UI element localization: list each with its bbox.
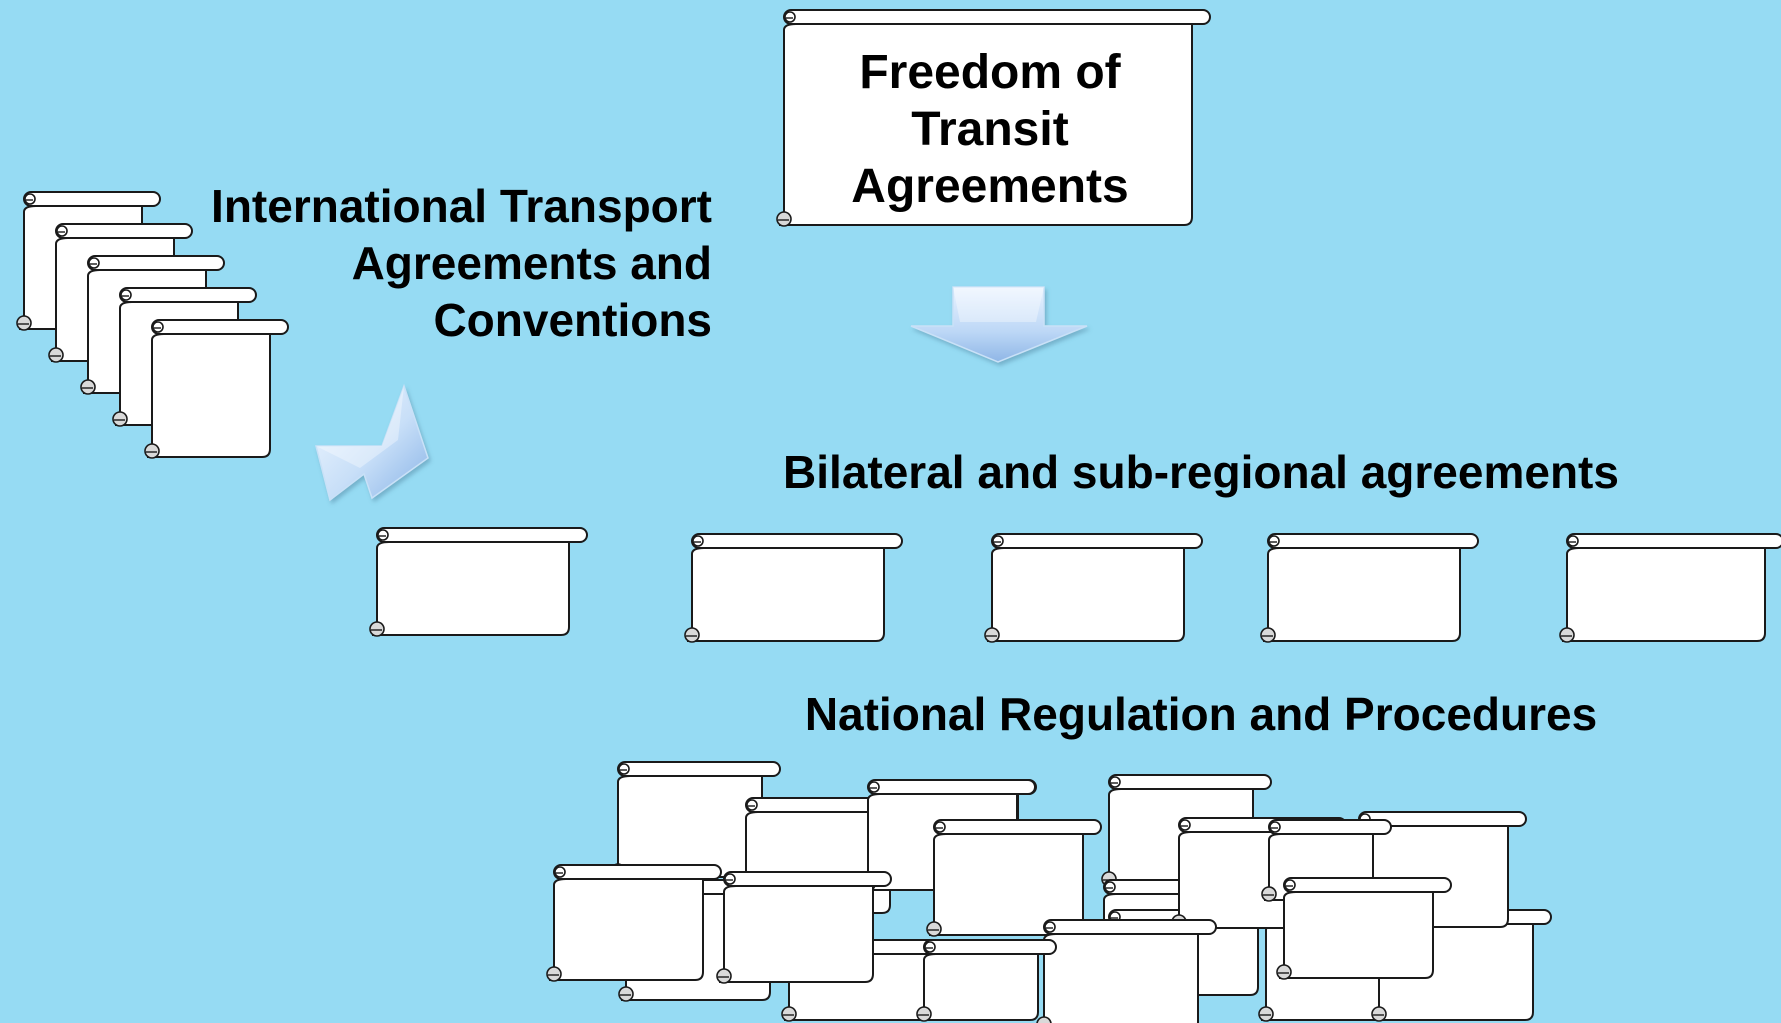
national-scroll	[916, 939, 1057, 1022]
arrow-right-down-icon	[315, 383, 429, 502]
international-agreements-title: International Transport Agreements and C…	[211, 180, 712, 346]
national-scroll	[546, 864, 722, 982]
bilateral-agreements-title: Bilateral and sub-regional agreements	[783, 446, 1619, 498]
bilateral-scroll	[984, 533, 1203, 643]
national-scroll	[716, 871, 892, 984]
national-scroll	[1036, 919, 1217, 1023]
arrow-layer	[315, 286, 1088, 502]
bilateral-scroll	[369, 527, 588, 637]
national-regulation-title: National Regulation and Procedures	[804, 688, 1598, 740]
bilateral-scroll	[684, 533, 903, 643]
freedom-scroll	[776, 9, 1211, 227]
bilateral-scroll	[1559, 533, 1781, 643]
freedom-of-transit-title: Freedom of Transit Agreements	[851, 46, 1129, 213]
arrow-down-icon	[910, 286, 1088, 363]
national-scroll	[926, 819, 1102, 937]
scroll-layer	[16, 9, 1781, 1023]
national-scroll	[1276, 877, 1452, 980]
national-scroll	[610, 761, 781, 879]
bilateral-scroll	[1260, 533, 1479, 643]
international-scroll	[144, 319, 289, 459]
